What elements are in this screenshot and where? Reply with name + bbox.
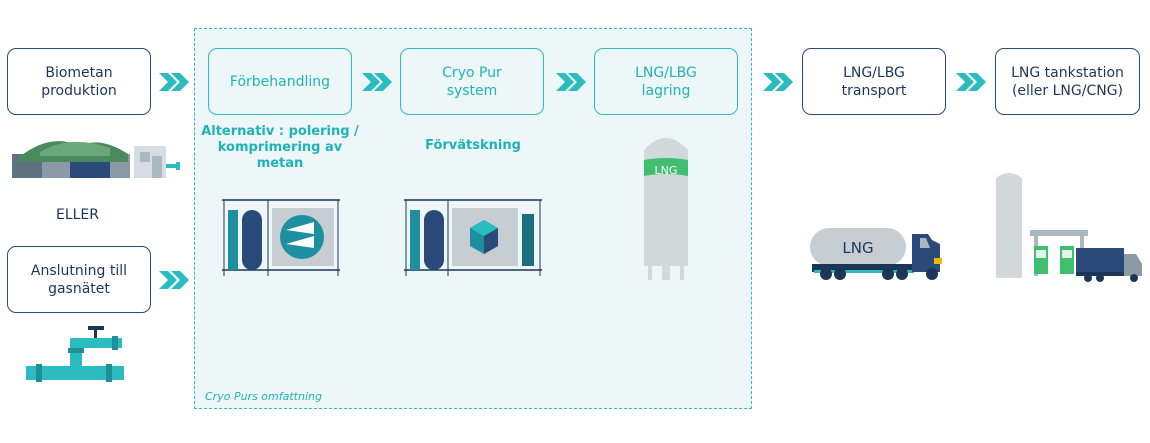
- chevron-right-icon: [362, 73, 392, 91]
- chevron-right-icon: [956, 73, 986, 91]
- chevron-right-icon: [763, 73, 793, 91]
- compressor-icon: [222, 199, 340, 276]
- biogas-plant-icon: [12, 141, 180, 178]
- forbehandling-box: Förbehandling: [208, 48, 352, 115]
- pipeline-icon: [26, 326, 124, 382]
- anslutning-gasnatet-box: Anslutning till gasnätet: [7, 246, 151, 313]
- cryo-pur-system-box: Cryo Pur system: [400, 48, 544, 115]
- chevron-right-icon: [556, 73, 586, 91]
- lng-truck-icon: [810, 228, 942, 280]
- chevron-right-icon: [159, 271, 189, 289]
- liquefier-icon: [404, 199, 542, 276]
- tank-lng-label: LNG: [654, 164, 678, 177]
- scope-label: Cryo Purs omfattning: [205, 390, 322, 403]
- forvatskning-label: Förvätskning: [425, 138, 521, 153]
- chevron-right-icon: [159, 73, 189, 91]
- biometan-produktion-box: Biometan produktion: [7, 48, 151, 115]
- lng-lbg-transport-box: LNG/LBG transport: [802, 48, 946, 115]
- lng-lbg-lagring-box: LNG/LBG lagring: [594, 48, 738, 115]
- alternativ-label: Alternativ : polering / komprimering av …: [201, 124, 359, 171]
- fuel-station-icon: [996, 173, 1142, 282]
- lng-tankstation-box: LNG tankstation (eller LNG/CNG): [995, 48, 1140, 115]
- truck-lng-label: LNG: [842, 239, 874, 257]
- storage-tank-icon: [644, 138, 688, 280]
- eller-label: ELLER: [55, 207, 100, 223]
